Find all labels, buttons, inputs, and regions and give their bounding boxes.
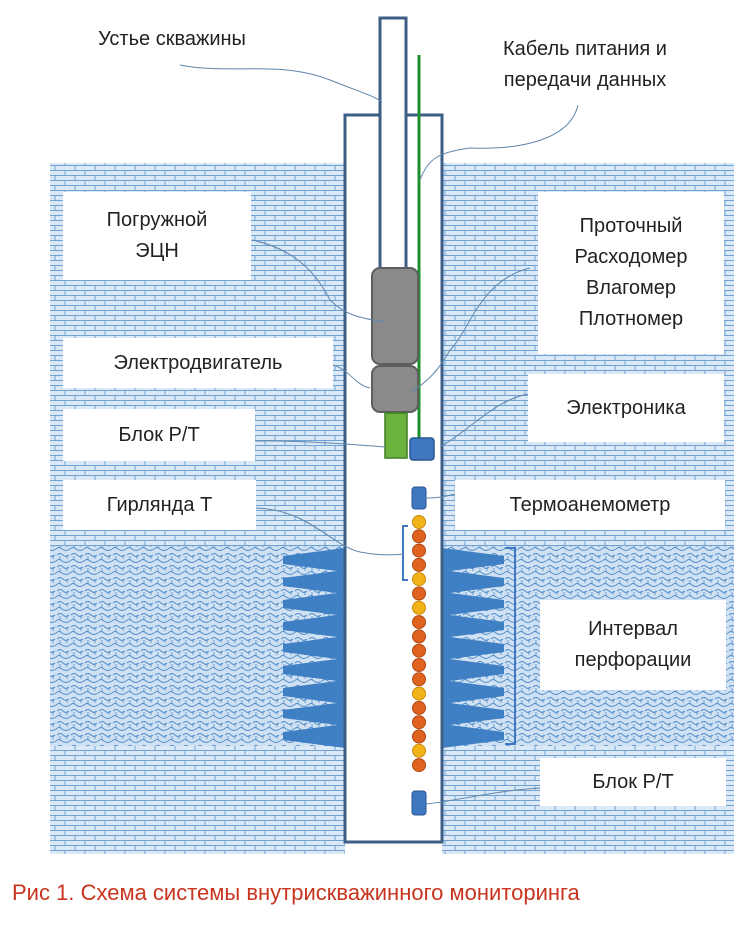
temperature-garland xyxy=(412,515,426,773)
bottom-pt-sensor xyxy=(411,790,427,816)
perforation-channel-right xyxy=(442,680,504,704)
thermoanemometer-sensor xyxy=(411,486,427,510)
label-garland-text: Гирлянда Т xyxy=(106,493,213,516)
label-meter-line1: Проточный xyxy=(579,215,683,237)
garland-sensor-bead xyxy=(412,600,426,615)
garland-sensor-bead xyxy=(412,629,426,644)
electric-motor xyxy=(371,365,419,413)
garland-sensor-bead xyxy=(412,715,426,730)
leader-motor xyxy=(332,364,371,389)
leader-pt-top xyxy=(254,440,386,448)
label-esp-line1: Погружной xyxy=(106,209,208,231)
label-pt-top-text: Блок P/T xyxy=(118,423,200,446)
perforation-channel-right xyxy=(442,636,504,660)
leader-garland xyxy=(255,507,405,556)
label-pt-block-bottom: Блок P/T xyxy=(540,758,726,806)
garland-sensor-bead xyxy=(412,529,426,544)
garland-sensor-bead xyxy=(412,700,426,715)
label-wellhead-text: Устье скважины xyxy=(98,28,246,50)
label-interval-line1: Интервал xyxy=(588,618,678,640)
label-garland: Гирлянда Т xyxy=(63,480,256,530)
perforation-left xyxy=(283,548,345,748)
electronics-unit xyxy=(409,437,435,461)
perforation-channel-right xyxy=(442,570,504,594)
label-meter-line3: Влагомер xyxy=(585,277,677,299)
garland-sensor-bead xyxy=(412,658,426,672)
label-electronics: Электроника xyxy=(528,374,724,442)
garland-sensor-bead xyxy=(412,557,426,572)
label-meter-line2: Расходомер xyxy=(574,246,688,268)
caption-text: Схема системы внутрискважинного монитори… xyxy=(80,880,580,905)
garland-sensor-bead xyxy=(412,743,426,758)
label-anemometer: Термоанемометр xyxy=(455,480,725,530)
perforation-channel-left xyxy=(283,614,345,638)
figure-caption: Рис 1. Схема системы внутрискважинного м… xyxy=(12,880,580,906)
label-flow-meter: Проточный Расходомер Влагомер Плотномер xyxy=(538,192,724,354)
garland-bracket xyxy=(402,525,408,581)
perforation-channel-right xyxy=(442,592,504,616)
leader-esp xyxy=(251,239,385,323)
garland-sensor-bead xyxy=(412,729,426,744)
label-pt-bottom-text: Блок P/T xyxy=(592,770,674,793)
leader-lines xyxy=(179,64,579,805)
label-esp-line2: ЭЦН xyxy=(135,240,179,262)
garland-sensor-bead xyxy=(412,758,426,773)
garland-sensor-bead xyxy=(412,586,426,601)
perforation-channel-left xyxy=(283,592,345,616)
pt-block-green xyxy=(384,412,408,459)
leader-electronics xyxy=(439,393,529,448)
perforation-channel-right xyxy=(442,702,504,726)
leader-pt-bottom xyxy=(425,787,541,805)
perforation-right xyxy=(442,548,504,748)
label-wellhead: Устье скважины xyxy=(72,24,272,55)
label-cable: Кабель питания и передачи данных xyxy=(460,34,710,96)
label-cable-line1: Кабель питания и xyxy=(503,38,667,60)
label-perforation-interval: Интервал перфорации xyxy=(540,600,726,690)
label-motor-text: Электродвигатель xyxy=(113,351,283,374)
perforation-channel-left xyxy=(283,658,345,682)
perforation-channel-left xyxy=(283,570,345,594)
perforation-channel-left xyxy=(283,548,345,572)
leader-wellhead xyxy=(179,64,383,103)
label-meter-line4: Плотномер xyxy=(578,308,684,330)
garland-sensor-bead xyxy=(412,515,426,529)
label-electronics-text: Электроника xyxy=(566,396,686,419)
perforation-channel-right xyxy=(442,614,504,638)
label-motor: Электродвигатель xyxy=(63,338,333,388)
garland-sensor-bead xyxy=(412,543,426,558)
label-cable-line2: передачи данных xyxy=(503,69,667,91)
garland-sensor-bead xyxy=(412,643,426,658)
garland-sensor-bead xyxy=(412,686,426,701)
perforation-channel-right xyxy=(442,724,504,748)
leader-anemometer xyxy=(424,493,456,499)
garland-sensor-bead xyxy=(412,672,426,687)
garland-sensor-bead xyxy=(412,572,426,587)
label-interval-line2: перфорации xyxy=(574,649,692,671)
label-esp: Погружной ЭЦН xyxy=(63,192,251,280)
perforation-channel-left xyxy=(283,724,345,748)
perforation-channel-left xyxy=(283,702,345,726)
tubing xyxy=(378,16,408,282)
perforation-bracket xyxy=(505,547,516,745)
perforation-channel-left xyxy=(283,680,345,704)
label-pt-block-top: Блок P/T xyxy=(63,409,255,461)
leader-meter xyxy=(409,267,531,394)
garland-sensor-bead xyxy=(412,615,426,630)
caption-prefix: Рис 1. xyxy=(12,880,75,905)
perforation-channel-left xyxy=(283,636,345,660)
esp-pump xyxy=(371,267,419,365)
label-anemometer-text: Термоанемометр xyxy=(509,493,671,516)
perforation-channel-right xyxy=(442,658,504,682)
formation-lower-left xyxy=(50,746,345,854)
perforation-channel-right xyxy=(442,548,504,572)
leader-cable xyxy=(419,104,579,181)
